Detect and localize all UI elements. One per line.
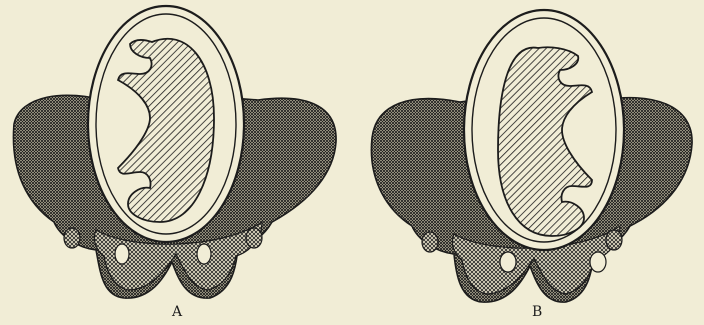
- panel-b: [371, 10, 692, 302]
- foramen-b-right: [590, 252, 606, 272]
- panel-label-b: B: [532, 304, 543, 320]
- tuberosity-b-left: [422, 232, 438, 252]
- foramen-b-left: [500, 252, 516, 272]
- tuberosity-b-right: [606, 230, 622, 250]
- foramen-a-right: [197, 244, 211, 264]
- tuberosity-a-right: [246, 228, 262, 248]
- foramen-a-left: [115, 244, 129, 264]
- panel-a: [13, 6, 336, 298]
- panel-label-a: A: [172, 304, 183, 320]
- tuberosity-a-left: [64, 228, 80, 248]
